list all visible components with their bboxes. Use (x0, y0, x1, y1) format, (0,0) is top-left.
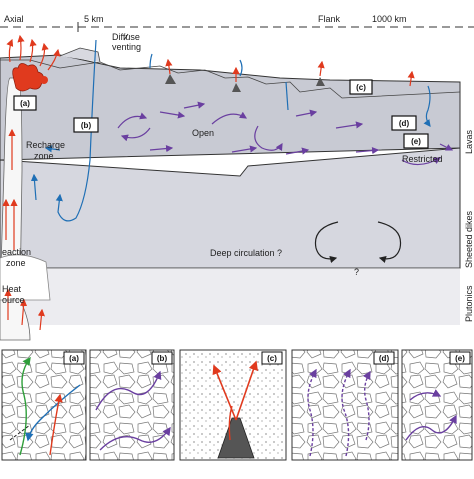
detail-panel-b: (b) (89, 349, 175, 461)
diffuse-venting-label-2: venting (112, 42, 141, 52)
heat-source-label-2: ource (2, 295, 25, 305)
callout-b-label: (b) (81, 121, 92, 130)
hot-fluid-arrows (2, 34, 415, 331)
diffuse-venting-label-1: Diffuse (112, 32, 140, 42)
callout-c-label: (c) (356, 83, 366, 92)
detail-panel-e: (e) (401, 349, 473, 461)
flank-label: Flank (318, 14, 341, 24)
detail-panel-a: (a) (1, 349, 87, 461)
heat-source-label-1: Heat (2, 284, 22, 294)
deep-circulation-question: ? (354, 267, 359, 277)
callout-d: (d) (391, 115, 417, 131)
deep-circulation-arrows (314, 221, 402, 263)
scale-5km-label: 5 km (84, 14, 104, 24)
plutonic-layer (0, 268, 460, 325)
restricted-label: Restricted (402, 154, 443, 164)
callout-e-label: (e) (411, 137, 421, 146)
panel-a-label: (a) (69, 354, 79, 363)
callout-d-label: (d) (399, 119, 410, 128)
callout-e: (e) (403, 133, 429, 149)
reaction-zone-label-1: eaction (2, 247, 31, 257)
recharge-zone-label-2: zone (34, 151, 54, 161)
recharge-fluid-paths (30, 39, 431, 222)
recharge-zone-label-1: Recharge (26, 140, 65, 150)
panel-d-label: (d) (379, 354, 390, 363)
sheeted-dikes-side-label: Sheeted dikes (464, 210, 474, 268)
lavas-side-label: Lavas (464, 129, 474, 154)
detail-panel-c: (c) (179, 349, 287, 461)
plutonics-side-label: Plutonics (464, 285, 474, 322)
axial-lava-flow (12, 63, 44, 92)
panel-e-label: (e) (455, 354, 465, 363)
reaction-zone-blob (0, 254, 51, 301)
circulation-arrows (117, 101, 454, 166)
scale-1000km-label: 1000 km (372, 14, 407, 24)
vent-cone-2 (232, 83, 241, 92)
callout-a-label: (a) (20, 99, 30, 108)
ridge-bump (59, 47, 101, 63)
deep-circulation-label: Deep circulation ? (210, 248, 282, 258)
open-label: Open (192, 128, 214, 138)
sheeted-dike-layer (0, 147, 461, 269)
scale-break (123, 33, 129, 41)
panel-b-label: (b) (157, 354, 168, 363)
vent-cone-3 (316, 77, 325, 86)
axial-label: Axial (4, 14, 24, 24)
vent-cone-1 (165, 74, 176, 84)
lava-layer (0, 54, 461, 161)
callout-a: (a) (13, 95, 37, 111)
lava-pillow (40, 76, 48, 84)
reaction-zone-label-2: zone (6, 258, 26, 268)
callout-c: (c) (349, 79, 373, 95)
callout-b: (b) (73, 117, 99, 133)
detail-panel-d: (d) (291, 349, 399, 461)
panel-c-label: (c) (267, 354, 277, 363)
